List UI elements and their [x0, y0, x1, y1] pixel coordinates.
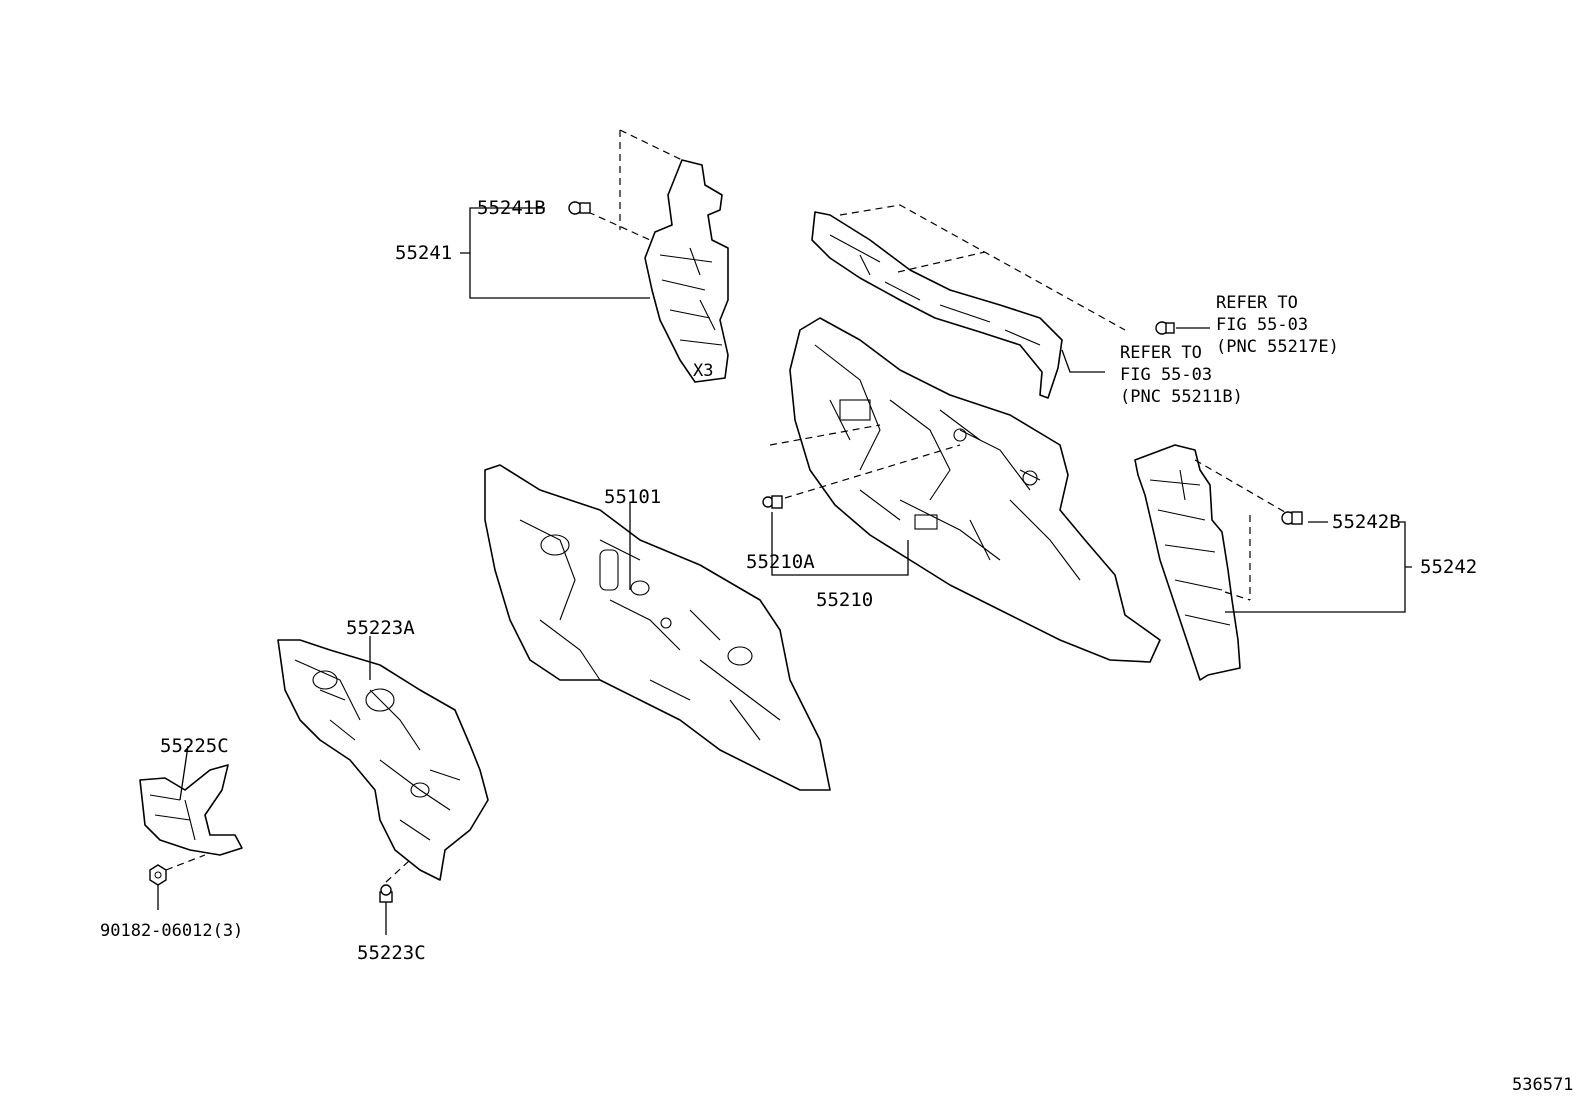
label-55101: 55101 [604, 486, 661, 508]
dashed-guide-90182 [165, 854, 206, 871]
dashed-guide-55241 [587, 129, 683, 241]
label-55210A: 55210A [746, 551, 815, 573]
refer-upper-line2: FIG 55-03 [1216, 315, 1308, 335]
label-55242B: 55242B [1332, 511, 1401, 533]
dashed-guide-55242 [1194, 459, 1291, 601]
label-55241: 55241 [395, 242, 452, 264]
part-55242-bracket [1134, 444, 1241, 681]
part-55225C-bracket [139, 764, 243, 856]
nut-90182-icon [149, 864, 167, 886]
refer-lower-line1: REFER TO [1120, 343, 1202, 363]
label-55241B: 55241B [477, 197, 546, 219]
refer-upper-line1: REFER TO [1216, 293, 1298, 313]
label-55242: 55242 [1420, 556, 1477, 578]
dashed-guide-top-rail [839, 204, 1126, 331]
clip-55217E-icon [1155, 321, 1175, 335]
leader-55210 [771, 512, 909, 576]
leader-55241 [460, 207, 650, 299]
dashed-guide-55223C [385, 859, 411, 883]
part-marking-x3: X3 [693, 361, 713, 381]
label-55225C: 55225C [160, 735, 229, 757]
clip-55210A-icon [762, 495, 783, 509]
leader-55225C [179, 745, 189, 801]
label-90182-06012: 90182-06012(3) [100, 921, 243, 941]
part-cowl-top-rail [811, 211, 1063, 399]
part-55210-insulator [789, 317, 1161, 663]
part-55101-dash-panel [484, 464, 831, 791]
clip-55223C-icon [379, 884, 393, 903]
leader-refer [1061, 327, 1210, 373]
label-55223A: 55223A [346, 617, 415, 639]
refer-lower-line2: FIG 55-03 [1120, 365, 1212, 385]
part-55223A-insulator [277, 639, 489, 881]
label-55210: 55210 [816, 589, 873, 611]
dashed-guide-55210 [769, 424, 961, 499]
refer-lower-line3: (PNC 55211B) [1120, 387, 1243, 407]
label-55223C: 55223C [357, 942, 426, 964]
refer-upper-line3: (PNC 55217E) [1216, 337, 1339, 357]
clip-55241B-icon [568, 201, 591, 215]
part-55241-bracket: X3 [644, 159, 729, 383]
diagram-id: 536571 [1512, 1075, 1573, 1095]
leader-55242 [1225, 521, 1412, 613]
clip-55242B-icon [1281, 511, 1303, 525]
